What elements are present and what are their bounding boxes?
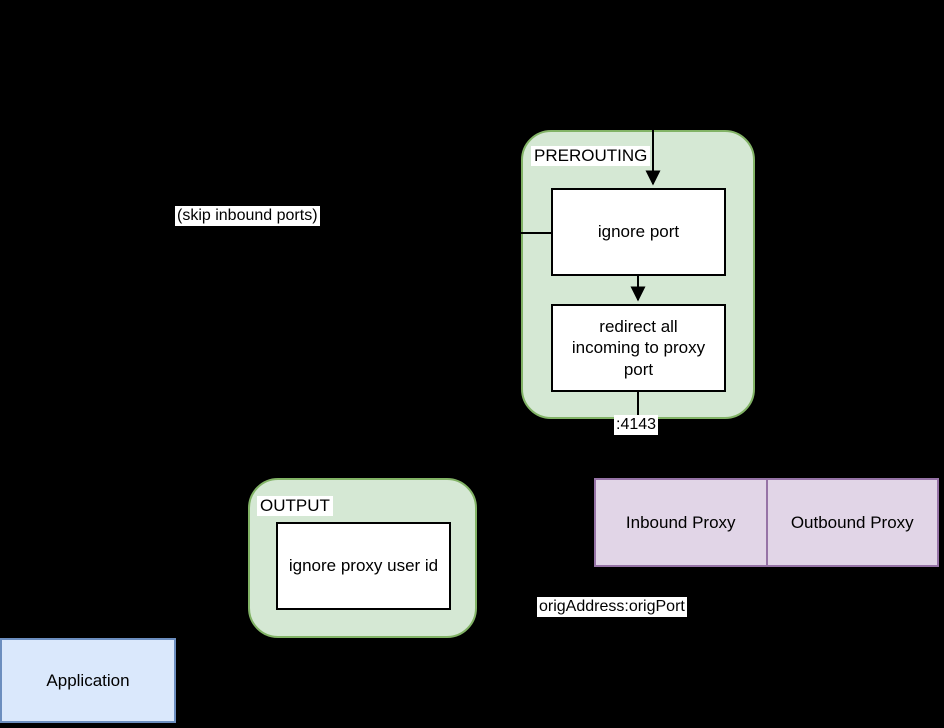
skip-inbound-ports-label: (skip inbound ports)	[175, 206, 320, 227]
orig-address-port-label: origAddress:origPort	[537, 597, 687, 618]
inbound-proxy-label: Inbound Proxy	[625, 512, 736, 532]
inbound-proxy-cell: Inbound Proxy	[596, 480, 766, 565]
node-redirect-incoming: redirect all incoming to proxy port	[551, 304, 726, 392]
port-4143-label: :4143	[614, 415, 659, 436]
prerouting-chain-title: PREROUTING	[531, 146, 651, 166]
outbound-proxy-label: Outbound Proxy	[790, 512, 914, 532]
outbound-proxy-cell: Outbound Proxy	[765, 480, 938, 565]
application-label: Application	[46, 670, 130, 690]
node-ignore-port-label: ignore port	[597, 222, 680, 242]
application-node: Application	[0, 638, 176, 723]
node-redirect-incoming-label: redirect all incoming to proxy port	[571, 317, 706, 379]
proxy-container: Inbound Proxy Outbound Proxy	[594, 478, 939, 567]
node-ignore-proxy-user-id-label: ignore proxy user id	[288, 556, 439, 576]
node-ignore-proxy-user-id: ignore proxy user id	[276, 522, 451, 610]
node-ignore-port: ignore port	[551, 188, 726, 276]
output-chain-title: OUTPUT	[257, 496, 333, 516]
